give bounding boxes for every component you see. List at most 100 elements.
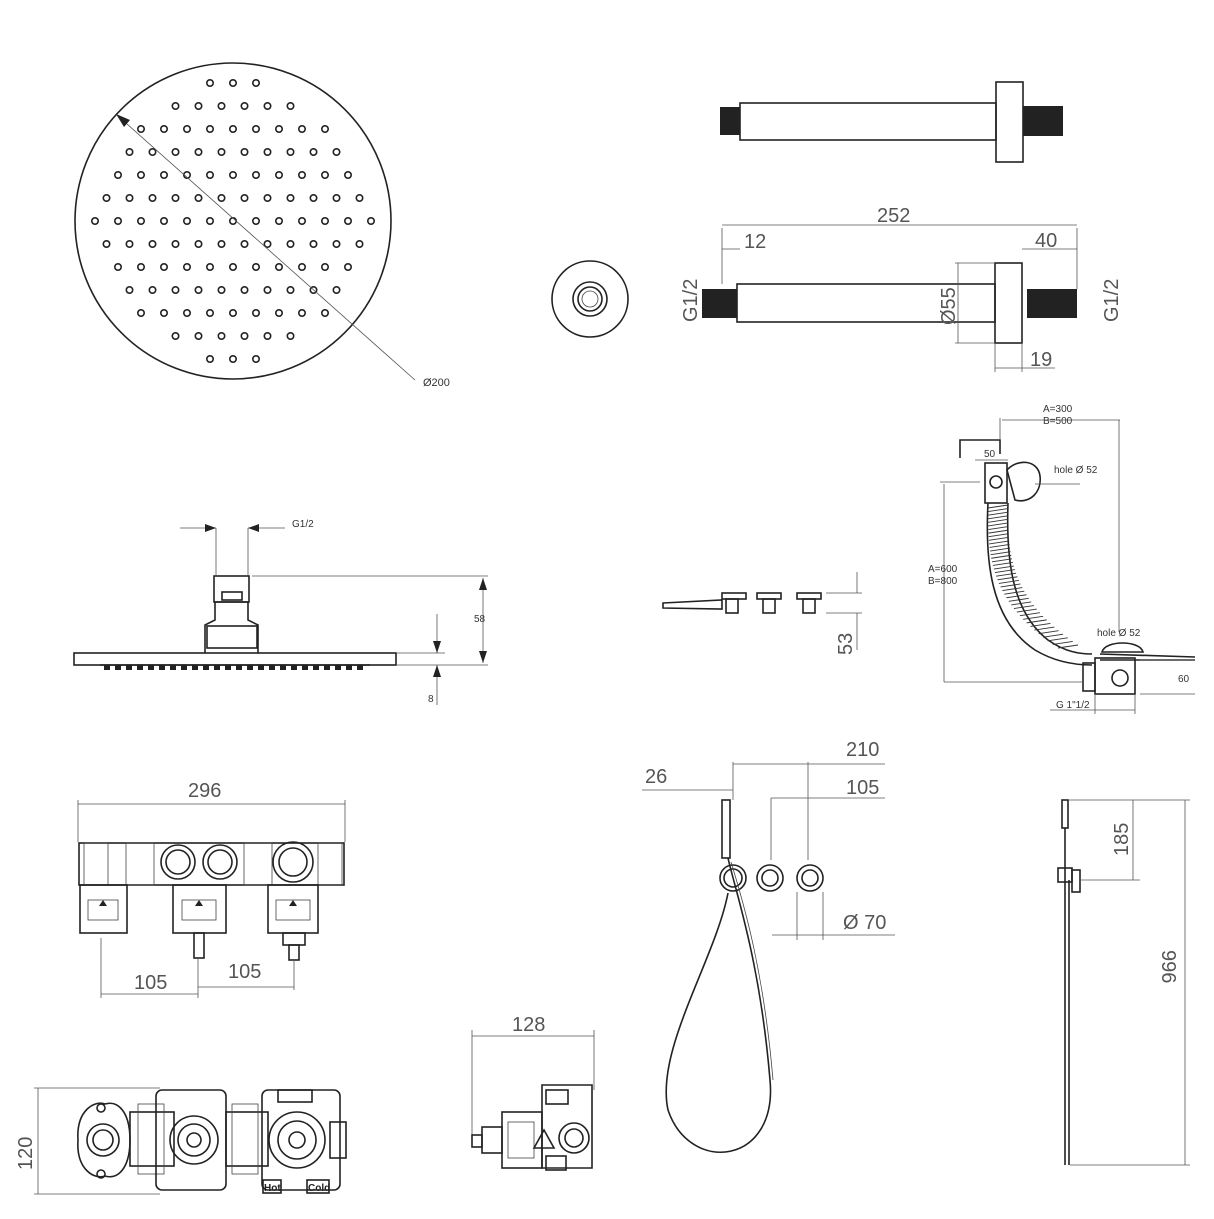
side-nozzle — [269, 665, 275, 670]
filler-hole-top-label: hole Ø 52 — [1054, 465, 1098, 476]
rosette-ring — [551, 260, 629, 338]
valve-rail-block — [83, 842, 109, 886]
hose-rib — [996, 572, 1017, 577]
hose-rib — [988, 526, 1009, 530]
flange-dia-label: Ø55 — [938, 287, 960, 325]
hose-rib — [987, 515, 1009, 520]
valve-depth-label: 128 — [512, 1014, 545, 1036]
nozzle — [206, 125, 215, 134]
nozzle — [125, 285, 134, 294]
valve-back-bracket — [231, 1103, 259, 1175]
flex-hose-inner — [1006, 502, 1093, 655]
arm-top-thread-right — [1023, 106, 1063, 136]
side-nozzle — [302, 665, 308, 670]
nozzle — [309, 240, 318, 249]
cold-marker — [306, 1179, 330, 1194]
hose-rib — [988, 522, 1009, 527]
nozzle — [137, 308, 146, 317]
nozzle — [171, 102, 180, 111]
valve-front-view: 296 105 105 — [77, 780, 346, 998]
hose-rib — [998, 579, 1019, 584]
side-nozzle — [335, 665, 341, 670]
hand-shower-front-view: 210 26 105 Ø 70 — [642, 739, 895, 1154]
side-nozzle — [291, 665, 297, 670]
side-nozzle — [159, 665, 165, 670]
nozzle — [171, 194, 180, 203]
head-nozzles — [91, 79, 375, 363]
nozzle — [217, 285, 226, 294]
nozzle — [263, 102, 272, 111]
side-nozzle — [170, 665, 176, 670]
valve-back-cartridge — [169, 1115, 219, 1165]
nozzle — [114, 171, 123, 180]
hose-rib — [1026, 619, 1047, 624]
hose-rib — [1004, 590, 1025, 595]
nozzle — [206, 354, 215, 363]
arm-length-label: 252 — [877, 205, 910, 227]
nozzle — [332, 194, 341, 203]
side-nozzle — [357, 665, 363, 670]
valve-back-right-housing — [261, 1089, 341, 1191]
arm-end-label: 12 — [744, 231, 766, 253]
filler-a-label: A=300 — [1043, 404, 1073, 415]
side-nozzle — [214, 665, 220, 670]
hose-rib — [1013, 605, 1034, 609]
hose-rib — [988, 529, 1009, 534]
nozzle — [309, 194, 318, 203]
valve-back-bridge — [129, 1111, 175, 1167]
flex-hose-ribs — [987, 504, 1079, 649]
nozzle — [217, 331, 226, 340]
rosette-ring — [572, 281, 608, 317]
valve-side-spindle-tip — [471, 1134, 483, 1148]
overflow-screw — [989, 475, 1003, 489]
head-side-joint — [204, 601, 259, 653]
valve-cartridge — [202, 844, 238, 880]
filler-g-label: G 1"1/2 — [1056, 700, 1090, 711]
valve-back-bridge — [225, 1111, 269, 1167]
rail-996-label: 996 — [1157, 950, 1179, 983]
nozzle — [194, 102, 203, 111]
side-nozzle — [126, 665, 132, 670]
hose-rib — [1006, 594, 1027, 599]
hose-rib — [989, 547, 1011, 552]
nozzle — [206, 217, 215, 226]
valve-cartridge-inner — [165, 849, 191, 875]
nozzle — [297, 125, 306, 134]
shower-arm-dimensioned: 252 12 40 G1/2 G1/2 Ø55 19 — [680, 205, 1123, 372]
head-diameter-arrow — [116, 114, 130, 127]
nozzle — [240, 331, 249, 340]
head-side-connector — [213, 575, 250, 603]
valve-back-bracket — [137, 1103, 165, 1175]
valve-back-top-port — [277, 1089, 313, 1103]
hose-rib — [989, 540, 1010, 545]
nozzle — [206, 308, 215, 317]
nozzle — [114, 262, 123, 271]
nozzle — [320, 171, 329, 180]
nozzle — [297, 308, 306, 317]
waste-outlet — [1111, 669, 1129, 687]
wall-rosette — [551, 260, 629, 338]
nozzle — [183, 262, 192, 271]
hose-rib — [1057, 644, 1079, 649]
valve-back-cartridge-inner — [177, 1123, 211, 1157]
outlet-cap — [721, 592, 747, 600]
arm-flange — [994, 262, 1023, 344]
nozzle — [252, 217, 261, 226]
side-thickness-label: 8 — [428, 694, 434, 705]
hose-rib — [987, 508, 1009, 513]
nozzle — [274, 262, 283, 271]
hose-rib — [988, 536, 1009, 541]
valve-height-label: 120 — [15, 1137, 37, 1170]
hose-rib — [1008, 597, 1029, 602]
nozzle — [252, 79, 261, 88]
nozzle — [366, 217, 375, 226]
hose-rib — [1000, 583, 1021, 588]
nozzle — [263, 240, 272, 249]
valve-cartridge-inner — [207, 849, 233, 875]
side-thread-label: G1/2 — [292, 519, 314, 530]
hose-rib — [1011, 601, 1032, 606]
valve-body-middle — [172, 884, 227, 934]
valve-back-left-housing — [77, 1102, 131, 1178]
arrow — [433, 665, 441, 677]
